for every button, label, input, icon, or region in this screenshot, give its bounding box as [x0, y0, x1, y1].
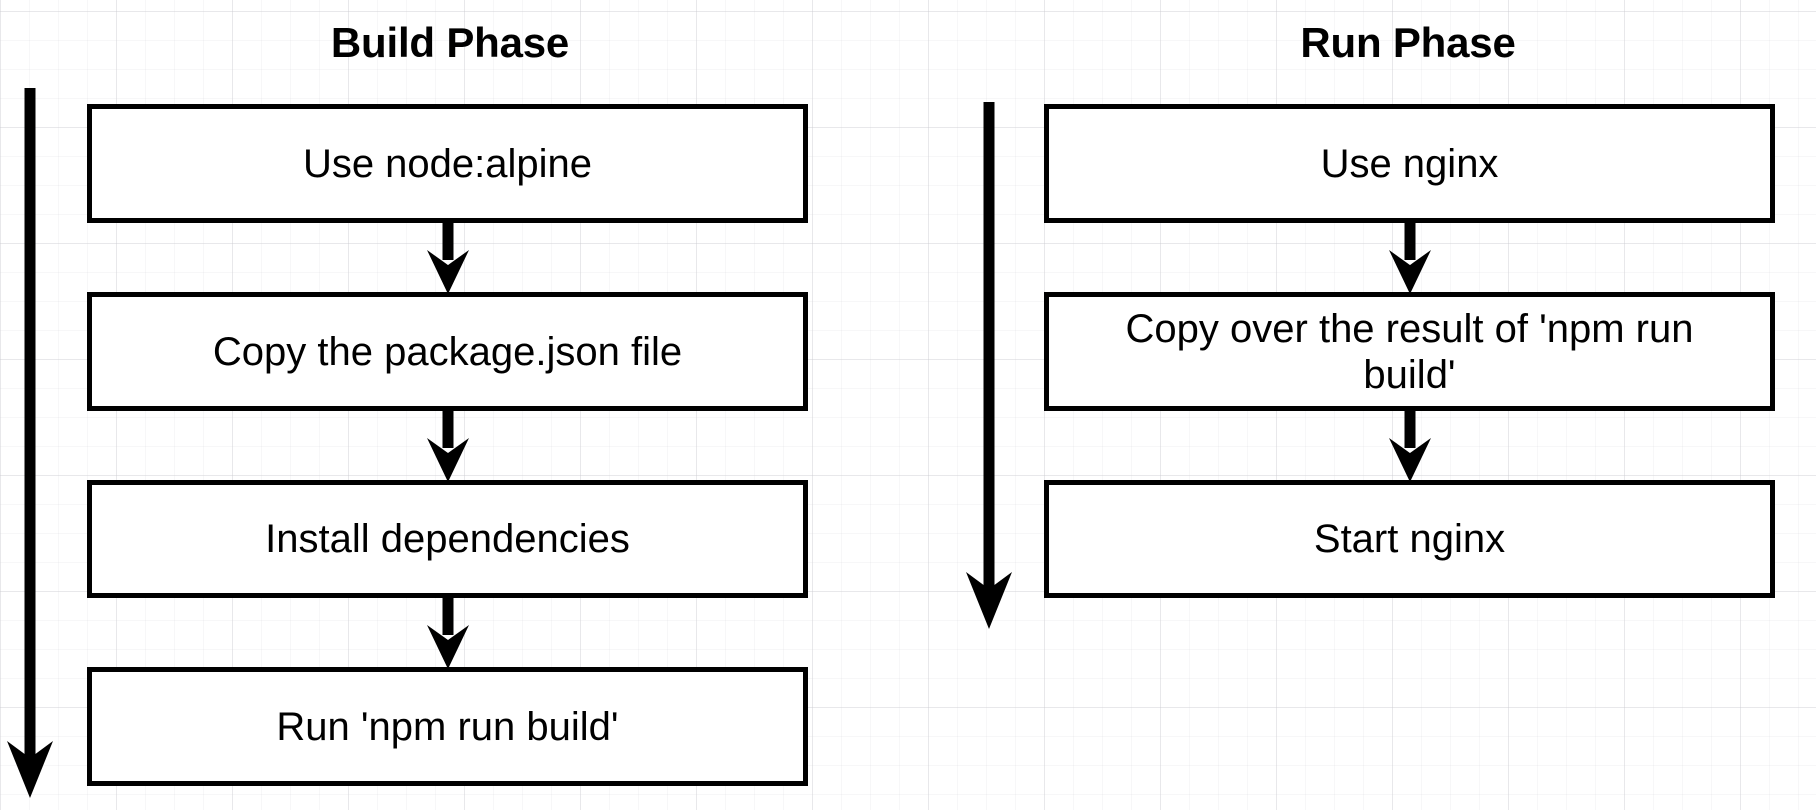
step-label: Copy over the result of 'npm run build': [1125, 306, 1694, 397]
step-box-build-3[interactable]: Install dependencies: [87, 480, 808, 598]
step-label: Run 'npm run build': [276, 704, 619, 749]
step-label: Copy the package.json file: [212, 329, 683, 374]
connector-arrow-build-1: [426, 220, 470, 296]
step-box-build-4[interactable]: Run 'npm run build': [87, 667, 808, 786]
step-box-build-2[interactable]: Copy the package.json file: [87, 292, 808, 411]
run-phase-flow-arrow: [963, 100, 1015, 632]
connector-arrow-build-2: [426, 408, 470, 484]
step-label: Install dependencies: [265, 517, 630, 561]
connector-arrow-build-3: [426, 595, 470, 671]
step-box-run-1[interactable]: Use nginx: [1044, 104, 1775, 223]
phase-title-run: Run Phase: [1300, 19, 1516, 66]
phase-title-build: Build Phase: [330, 19, 570, 66]
step-box-run-2[interactable]: Copy over the result of 'npm run build': [1044, 292, 1775, 411]
build-phase-flow-arrow: [4, 86, 56, 801]
step-box-run-3[interactable]: Start nginx: [1044, 480, 1775, 598]
connector-arrow-run-1: [1388, 220, 1432, 296]
step-box-build-1[interactable]: Use node:alpine: [87, 104, 808, 223]
connector-arrow-run-2: [1388, 408, 1432, 484]
step-label: Start nginx: [1313, 517, 1506, 561]
step-label: Use nginx: [1320, 141, 1499, 186]
step-label: Use node:alpine: [302, 141, 593, 186]
